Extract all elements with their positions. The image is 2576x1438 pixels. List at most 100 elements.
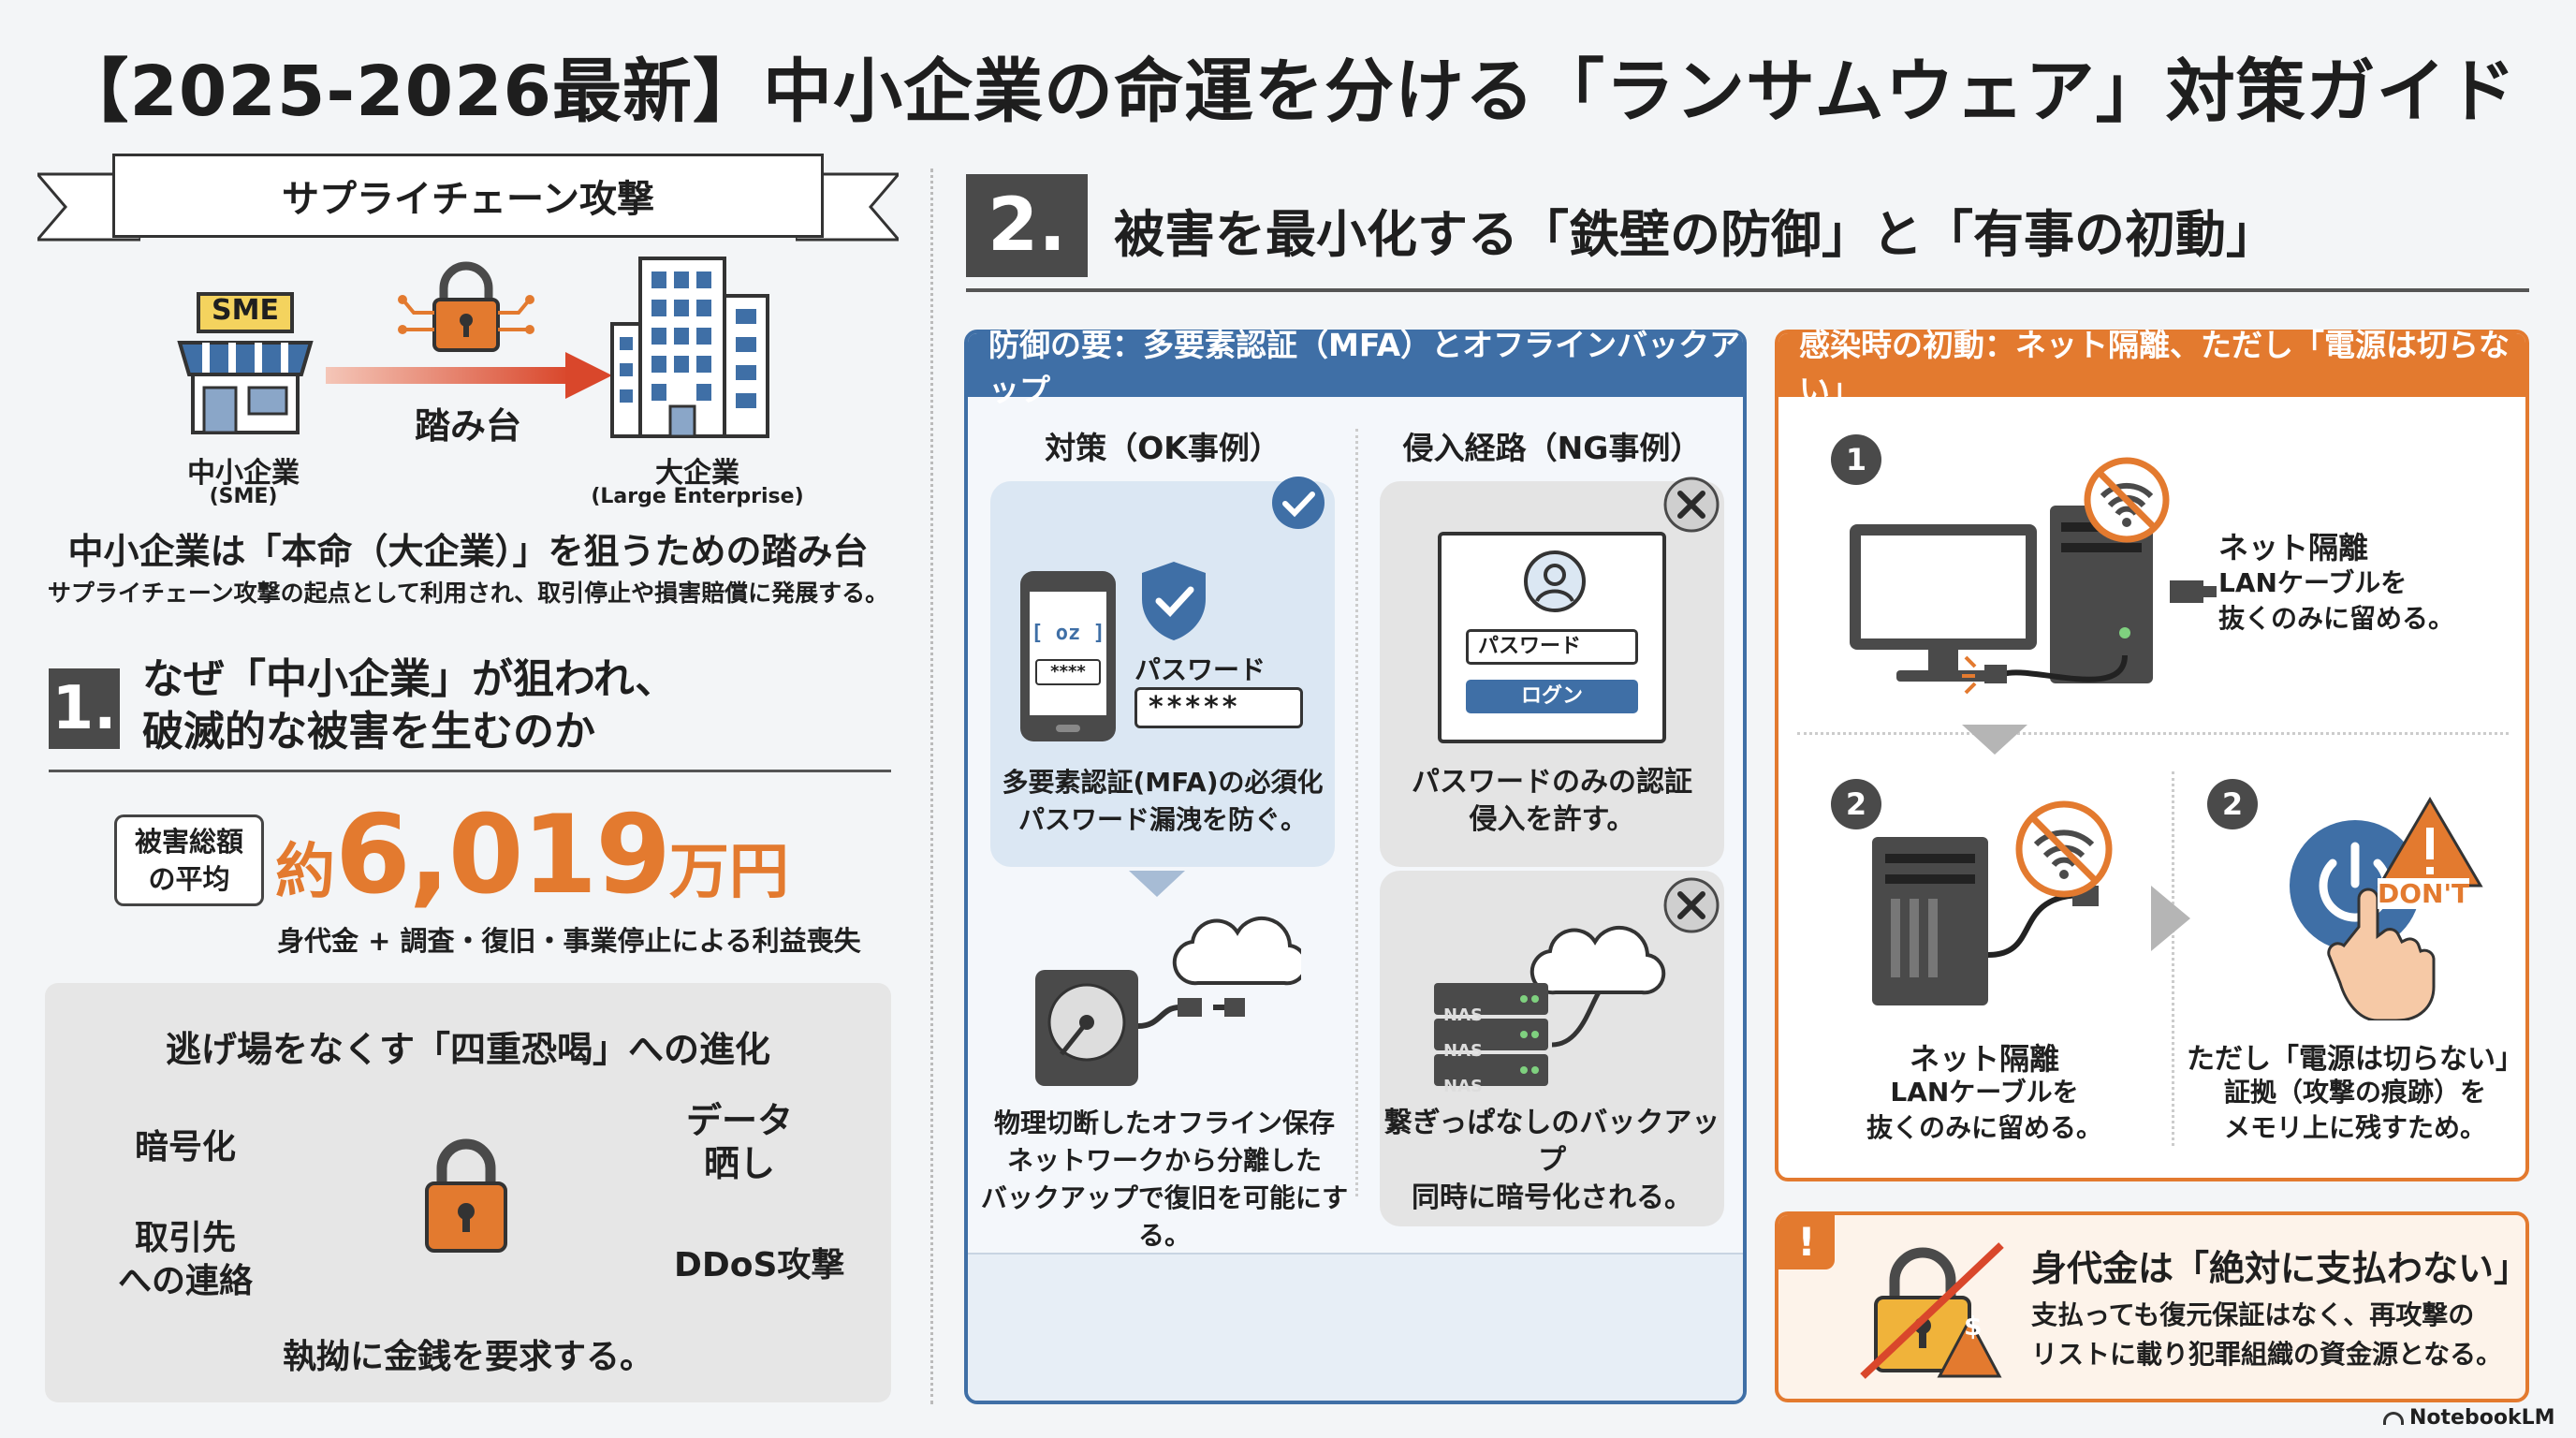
user-icon <box>1524 550 1586 612</box>
page-title: 【2025-2026最新】中小企業の命運を分ける「ランサムウェア」対策ガイド <box>59 51 2517 132</box>
offline-text3: バックアップで復旧を可能にする。 <box>980 1182 1349 1251</box>
sme-sign: SME <box>212 294 279 327</box>
extortion-contact: 取引先 への連絡 <box>101 1217 270 1303</box>
amount-value: 6,019 <box>335 792 671 918</box>
ribbon-label: サプライチェーン攻撃 <box>282 178 654 221</box>
step2a-line2: 抜くのみに留める。 <box>1866 1112 2102 1143</box>
mfa-text1: 多要素認証(MFA)の必須化 <box>1002 767 1324 798</box>
ng-title: 侵入経路（NG事例） <box>1402 430 1702 466</box>
step2a-number: 2 <box>1831 779 1881 829</box>
extortion-encrypt: 暗号化 <box>135 1128 237 1167</box>
extortion-ddos: DDoS攻撃 <box>674 1246 845 1284</box>
lan-plug-icon <box>2170 580 2217 603</box>
offline-text1: 物理切断したオフライン保存 <box>993 1108 1335 1138</box>
check-icon <box>1272 477 1325 529</box>
sme-label: 中小企業 <box>187 457 300 490</box>
phone-pin: **** <box>1035 659 1101 685</box>
step2-divider <box>2172 771 2174 1146</box>
server-icon <box>1872 837 2099 1005</box>
defense-header: 防御の要：多要素認証（MFA）とオフラインバックアップ <box>968 327 1743 408</box>
sme-sub: (SME) <box>209 485 278 508</box>
step1-line1: LANケーブルを <box>2218 567 2408 598</box>
arrow-icon <box>326 352 612 399</box>
nas-label-3: NAS <box>1443 1077 1483 1096</box>
defense-divider <box>1355 429 1358 1196</box>
ng2-text: 繋ぎっぱなしのバックアップ 同時に暗号化される。 <box>1380 1105 1724 1217</box>
shop-icon <box>177 292 314 434</box>
step2a-text: LANケーブルを 抜くのみに留める。 <box>1816 1075 2153 1146</box>
ransom-text: 支払っても復元保証はなく、再攻撃の リストに載り犯罪組織の資金源となる。 <box>2031 1296 2502 1374</box>
step-right-arrow-icon <box>2151 886 2190 951</box>
dollar-sign: $ <box>1964 1311 1983 1342</box>
shield-icon <box>1142 562 1206 640</box>
enterprise-label: 大企業 <box>655 457 739 490</box>
brand-footer: NotebookLM <box>2383 1406 2554 1430</box>
extortion-leak: データ 晒し <box>674 1099 805 1185</box>
mfa-text: 多要素認証(MFA)の必須化 パスワード漏洩を防ぐ。 <box>990 764 1335 839</box>
section1-line2: 破滅的な被害を生むのか <box>142 708 595 756</box>
arrow-label: 踏み台 <box>414 405 521 447</box>
no-wifi-icon-2 <box>2015 800 2113 898</box>
nas-label-1: NAS <box>1443 1005 1483 1025</box>
enterprise-sub: (Large Enterprise) <box>591 485 804 508</box>
nas-label-2: NAS <box>1443 1041 1483 1061</box>
ransom-lock-icon <box>1860 1242 2004 1379</box>
mfa-text2: パスワード漏洩を防ぐ。 <box>1017 804 1307 835</box>
step2b-title: ただし「電源は切らない」 <box>2187 1043 2524 1076</box>
supply-chain-ribbon: サプライチェーン攻撃 <box>112 154 824 238</box>
ng1-text: パスワードのみの認証 侵入を許す。 <box>1380 764 1724 839</box>
ng1-text1: パスワードのみの認証 <box>1412 766 1692 799</box>
step1-title: ネット隔離 <box>2218 530 2369 565</box>
supply-chain-desc: サプライチェーン攻撃の起点として利用され、取引停止や損害賠償に発展する。 <box>47 580 889 607</box>
amount-unit: 万円 <box>668 838 789 907</box>
phone-code: [ oz ] <box>1031 622 1105 645</box>
cross-icon <box>1663 477 1720 533</box>
extortion-footer: 執拗に金銭を要求する。 <box>282 1338 653 1376</box>
ng2-text2: 同時に暗号化される。 <box>1412 1181 1692 1214</box>
building-icon <box>610 257 769 438</box>
power-button-icon <box>2290 797 2483 1020</box>
section2-title: 被害を最小化する「鉄壁の防御」と「有事の初動」 <box>1114 205 2276 264</box>
ok-title: 対策（OK事例） <box>1045 430 1281 466</box>
no-wifi-icon <box>2084 457 2170 543</box>
section1-line1: なぜ「中小企業」が狙われ、 <box>142 655 677 703</box>
damage-amount: 約 6,019 万円 <box>275 792 789 918</box>
section1-heading: なぜ「中小企業」が狙われ、 破滅的な被害を生むのか <box>142 653 676 758</box>
ransom-line2: リストに載り犯罪組織の資金源となる。 <box>2031 1339 2503 1370</box>
column-divider <box>930 169 933 1404</box>
response-divider <box>1797 732 2509 735</box>
smartphone-icon <box>1020 571 1116 741</box>
amount-prefix: 約 <box>275 838 335 907</box>
step2b-line2: メモリ上に残すため。 <box>2223 1112 2486 1143</box>
step1-text: LANケーブルを 抜くのみに留める。 <box>2218 565 2454 637</box>
amount-note: 身代金 + 調査・復旧・事業停止による利益喪失 <box>277 925 861 957</box>
supply-chain-headline: 中小企業は「本命（大企業）」を狙うための踏み台 <box>67 531 869 572</box>
brand-label: NotebookLM <box>2409 1406 2555 1430</box>
login-password-field: パスワード <box>1466 629 1638 665</box>
ng2-text1: 繋ぎっぱなしのバックアップ <box>1383 1107 1720 1177</box>
contact-line2: への連絡 <box>117 1262 253 1300</box>
defense-footer-band <box>968 1253 1743 1401</box>
ng1-text2: 侵入を許す。 <box>1469 803 1635 836</box>
section2-number: 2. <box>966 174 1088 277</box>
leak-line1: データ <box>685 1100 793 1141</box>
section1-divider <box>49 770 891 772</box>
login-button: ログン <box>1466 680 1638 713</box>
offline-backup-icon <box>1035 916 1301 1086</box>
section1-number: 1. <box>49 668 120 749</box>
response-header: 感染時の初動：ネット隔離、ただし「電源は切らない」 <box>1778 327 2525 408</box>
step2b-line1: 証拠（攻撃の痕跡）を <box>2223 1077 2486 1108</box>
cross-icon-2 <box>1663 877 1720 933</box>
nas-cloud-icon <box>1434 925 1666 1086</box>
ransom-line1: 支払っても復元保証はなく、再攻撃の <box>2031 1299 2475 1330</box>
padlock-icon <box>425 1138 507 1253</box>
step2a-line1: LANケーブルを <box>1890 1077 2079 1108</box>
step2b-text: 証拠（攻撃の痕跡）を メモリ上に残すため。 <box>2181 1075 2529 1146</box>
damage-badge: 被害総額 の平均 <box>114 814 264 906</box>
offline-text: 物理切断したオフライン保存 ネットワークから分離した バックアップで復旧を可能に… <box>973 1105 1355 1255</box>
contact-line1: 取引先 <box>134 1219 236 1257</box>
pc-icon <box>1850 506 2153 695</box>
offline-text2: ネットワークから分離した <box>1006 1145 1322 1176</box>
extortion-title: 逃げ場をなくす「四重恐喝」への進化 <box>165 1029 770 1070</box>
ok-down-arrow-icon <box>1129 871 1185 897</box>
